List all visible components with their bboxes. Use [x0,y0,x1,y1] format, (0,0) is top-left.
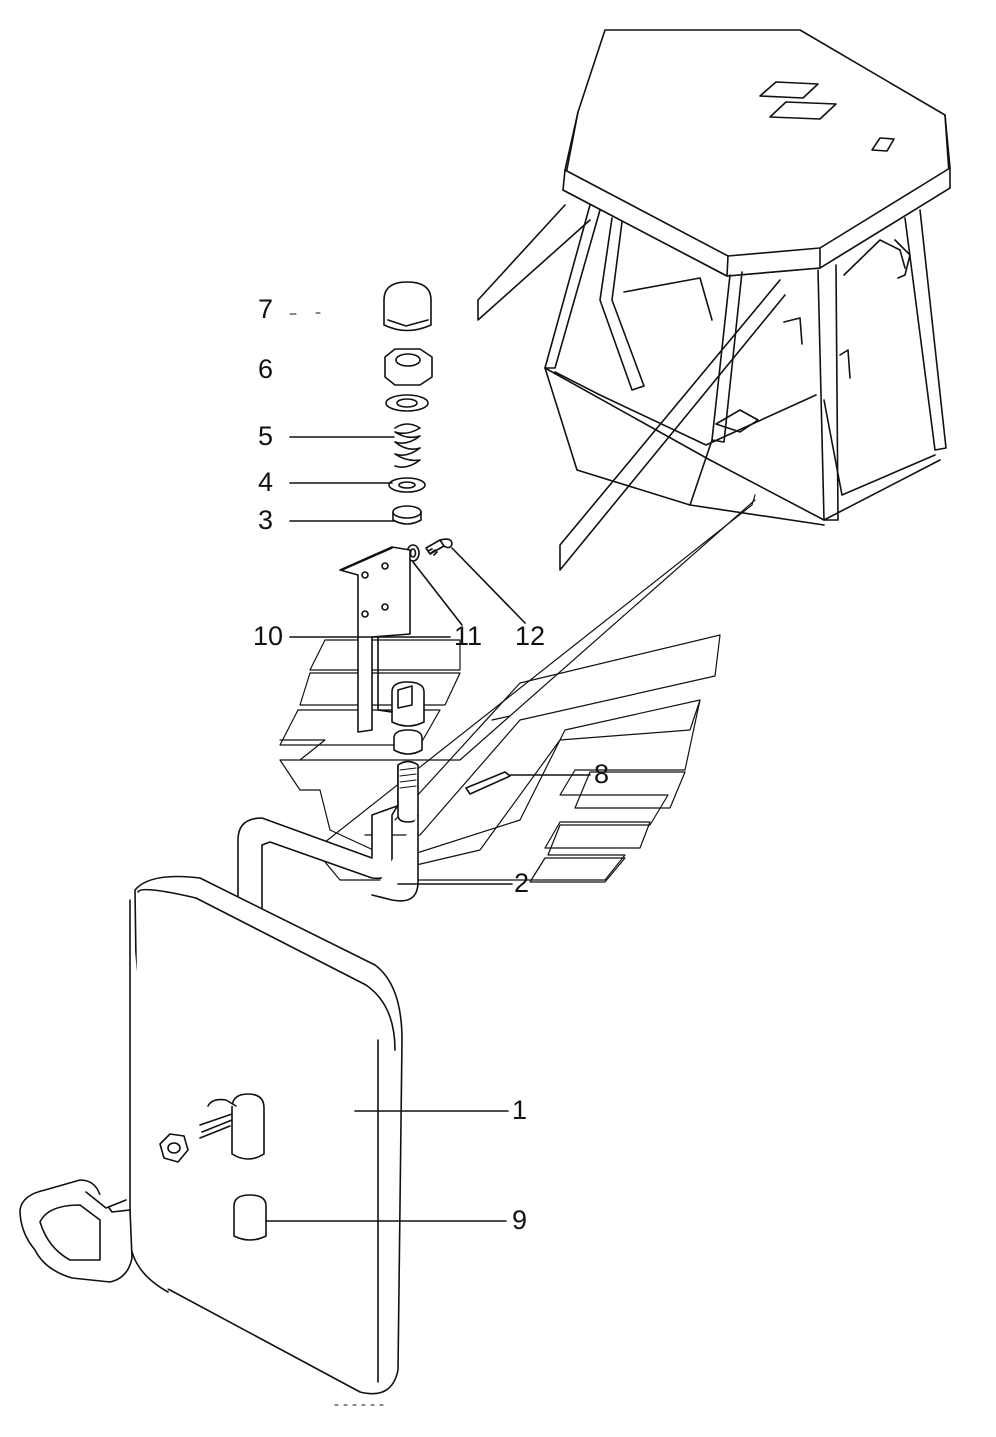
mirror-clamp-part [233,1194,267,1241]
callout-6: 6 [258,354,274,384]
callout-7: 7 [258,294,274,324]
leader-10b [377,636,393,713]
callout-5: 5 [258,421,274,451]
callout-10: 10 [253,621,284,651]
callout-leaders [265,312,591,1222]
cab-drawing [477,29,951,571]
callout-8: 8 [594,759,610,789]
callout-2: 2 [514,868,530,898]
washer-part-upper [385,394,429,412]
mirror-body-part [129,875,403,1406]
nut-part [384,348,433,386]
ground-plane [279,494,756,883]
callout-1: 1 [512,1095,528,1125]
callout-11: 11 [454,621,483,651]
clamp-sleeve-part [379,681,425,727]
leader-12 [451,547,526,624]
bolt-part [425,538,453,556]
leader-7 [289,312,321,315]
hook-part [19,1179,133,1283]
bushing-part-lower [393,729,423,755]
bolt-clamp-part [159,1093,265,1163]
washer-part-lower [388,477,426,493]
callout-12: 12 [515,621,546,651]
callout-4: 4 [258,467,274,497]
mirror-arm-part [237,760,419,1035]
bushing-part [392,505,422,525]
spring-part [394,423,421,468]
callout-9: 9 [512,1205,528,1235]
callout-3: 3 [258,505,274,535]
pin-part [465,771,511,795]
cap-part [383,281,432,332]
leader-11 [412,561,463,626]
